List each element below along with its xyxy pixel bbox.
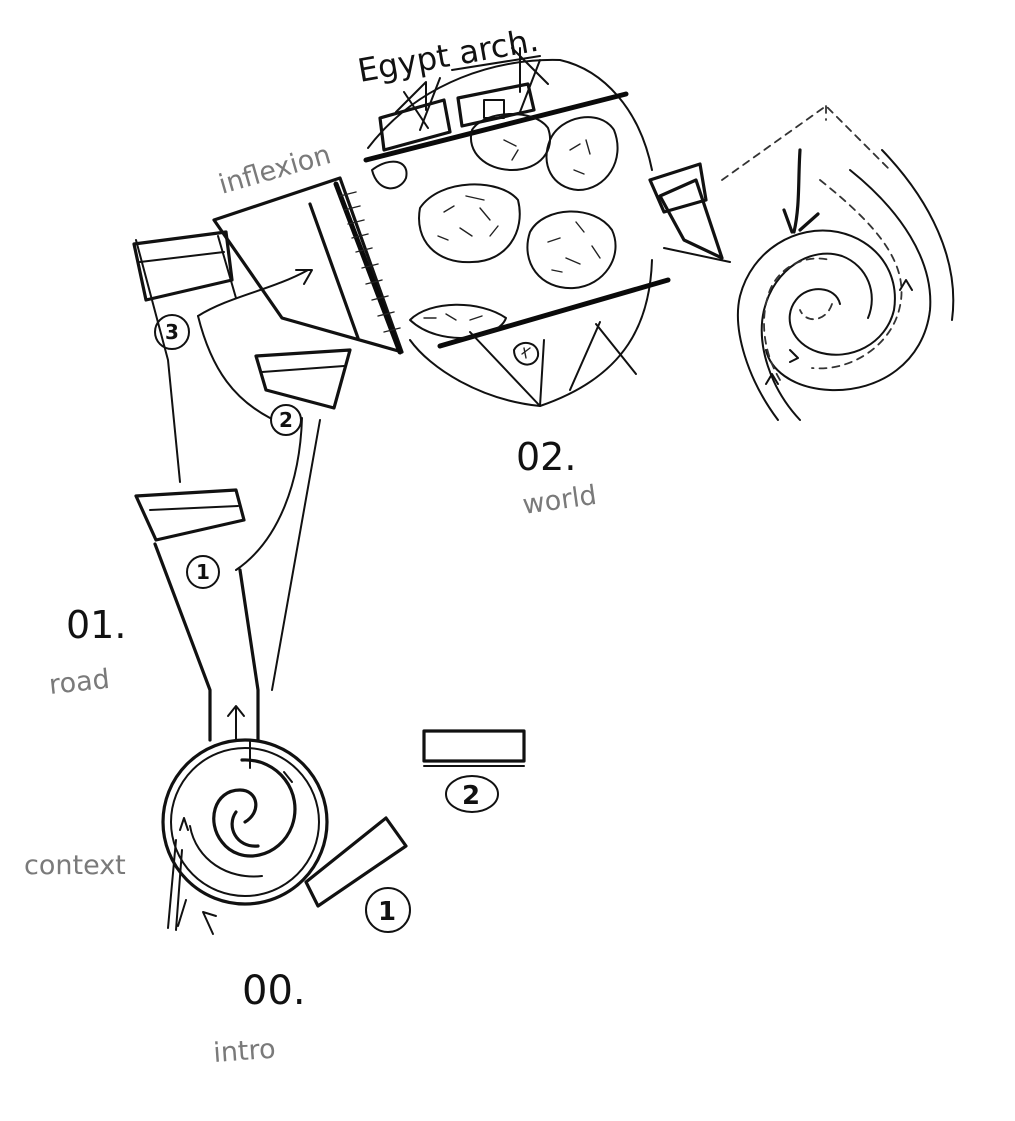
label-intro-number: 00. [242,968,306,1014]
world-marker [513,341,540,366]
marker-road-3: 3 [154,314,190,350]
marker-intro-2: 2 [445,775,499,813]
road-block-2 [254,348,352,410]
label-world-number: 02. [516,435,576,479]
label-world: world [521,480,599,521]
world-egypt-blocks [378,47,549,152]
label-road-number: 01. [66,603,126,647]
marker-road-3-label: 3 [165,320,179,344]
road-path [135,239,321,742]
world-spiral [721,104,955,421]
intro-block-2 [422,729,526,767]
marker-road-2: 2 [270,404,302,436]
label-road: road [47,664,111,701]
road-block-3 [132,230,237,302]
road-block-1 [134,488,246,542]
marker-road-1-label: 1 [196,560,210,584]
intro-spiral [161,705,329,935]
marker-intro-1-label: 1 [378,897,396,927]
marker-intro-2-label: 2 [462,781,480,811]
label-inflexion: inflexion [215,139,334,200]
marker-intro-1: 1 [365,887,411,933]
marker-road-2-label: 2 [279,408,293,432]
world-blobs [371,113,619,339]
world-hexagon [363,58,671,407]
marker-road-1: 1 [186,555,220,589]
label-egypt-arch: Egypt arch. [355,21,541,90]
intro-block-1 [304,816,408,908]
world-exit-block [648,162,731,263]
label-intro: intro [212,1034,276,1069]
inflexion-room [212,176,404,355]
label-context: context [24,850,126,881]
